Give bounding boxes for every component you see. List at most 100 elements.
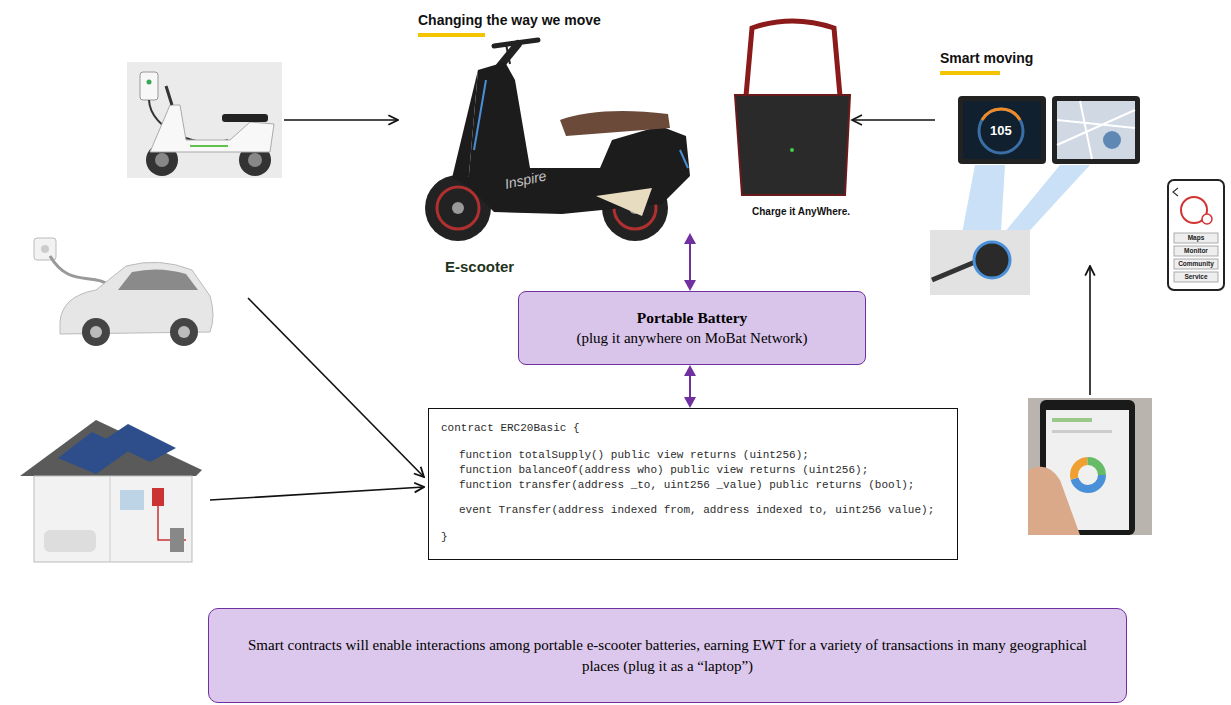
phone-app-illustration-part [1174,272,1218,282]
dashboard-illustration-part [1052,96,1140,164]
dashboard-figure: Smart moving [935,45,1145,170]
code-line: contract ERC20Basic { [441,421,945,436]
dashboard-illustration-part [979,109,1023,153]
charging-scooter-photo-part [155,153,169,167]
e-scooter-illustration [418,33,690,241]
phone-chart-photo-part [1028,467,1080,535]
e-scooter-illustration-part [596,188,652,216]
dashboard-illustration [930,71,1140,295]
charging-scooter-photo-part [147,80,152,85]
phone-app-illustration [1168,180,1224,290]
phone-chart-photo-part [1028,398,1152,535]
e-scooter-illustration-part [468,62,690,214]
solar-house-illustration-part [20,420,202,476]
phone-chart-photo [1028,398,1152,535]
battery-bag-figure: Charge it AnyWhere. [728,18,852,228]
charging-scooter-photo [127,62,282,178]
phone-chart-photo-part [1052,430,1112,433]
box-subtitle: (plug it anywhere on MoBat Network) [576,328,807,348]
charging-scooter-photo-part [222,114,268,122]
solar-house-illustration-part [152,488,164,506]
connector-line [689,243,691,281]
figure-caption: E-scooter [445,258,514,276]
electric-car-photo-part [178,326,190,338]
e-scooter-illustration-part [418,33,485,37]
electric-car-photo-part [118,269,198,290]
menu-item: Monitor [1174,246,1218,256]
charging-scooter-photo-part [140,72,158,100]
e-scooter-illustration-part [452,70,478,186]
arrow-part [210,487,424,500]
dashboard-illustration-part [1001,109,1020,120]
arrowhead [684,233,696,244]
arrowhead [684,280,696,291]
battery-bag-illustration-part [735,95,850,195]
box-title: Portable Battery [637,308,748,328]
menu-item: Community [1174,259,1218,269]
dashboard-illustration-part [982,109,1001,120]
e-scooter-illustration-part [474,80,486,150]
menu-item: Maps [1174,233,1218,243]
phone-app-illustration-part [1174,233,1218,243]
code-line: function transfer(address _to, uint256 _… [459,478,945,493]
dashboard-illustration-part [940,71,1000,75]
note-box: Smart contracts will enable interactions… [208,608,1127,703]
phone-chart-photo-part [1074,461,1102,489]
charging-scooter-photo-part [248,153,262,167]
charging-scooter-photo-part [190,145,228,147]
electric-car-photo-part [90,326,102,338]
solar-house-illustration-part [104,424,176,462]
connector-line [852,119,935,121]
dashboard-illustration-part [1057,101,1135,159]
electric-car-photo-part [82,318,110,346]
connector-line [689,375,691,398]
code-line: event Transfer(address indexed from, add… [459,503,945,518]
phone-chart-photo-part [1074,461,1102,489]
battery-bag-illustration-part [790,148,794,152]
dashboard-illustration-part [963,101,1041,159]
dashboard-illustration-part [958,96,1046,164]
e-scooter-illustration-part [560,111,670,136]
connector [684,365,696,408]
phone-app-illustration-part [1173,188,1178,196]
section-heading: Changing the way we move [418,12,601,29]
electric-car-photo-part [170,318,198,346]
solar-house-illustration-part [34,476,192,562]
arrowhead [684,365,696,376]
code-line: function totalSupply() public view retur… [459,448,945,463]
dashboard-illustration-part [930,230,1030,295]
electric-car-photo-part [34,238,56,260]
electric-car-photo-part [50,256,112,288]
menu-item: Service [1174,272,1218,282]
e-scooter-illustration-part [452,202,464,214]
section-heading: Smart moving [940,50,1033,67]
charging-scooter-photo-part [127,62,282,178]
solar-house-illustration-part [44,530,96,552]
charging-scooter-photo-part [166,86,172,105]
phone-chart-photo-part [1052,418,1092,422]
note-text: Smart contracts will enable interactions… [245,635,1090,677]
arrow-part [248,298,424,477]
speed-readout: 105 [990,123,1012,138]
dashboard-illustration-part [1057,101,1135,159]
phone-app-illustration-part [1174,246,1218,256]
arrow-part [284,119,398,121]
electric-car-photo [34,238,213,346]
e-scooter-illustration-part [680,150,688,168]
code-line: } [441,530,945,545]
phone-app-illustration-part [1174,259,1218,269]
dashboard-illustration-part [932,262,975,280]
charging-scooter-photo-part [150,105,274,152]
arrowhead [684,397,696,408]
dashboard-illustration-part [974,242,1010,278]
arrow-part [1089,266,1091,395]
e-scooter-illustration-part [494,40,538,46]
electric-car-photo-part [41,245,49,253]
product-tagline: Charge it AnyWhere. [752,205,850,218]
code-box: contract ERC20Basic { function totalSuppl… [428,408,958,560]
phone-app-illustration-part [1168,180,1224,290]
dashboard-illustration-part [1103,131,1121,149]
phone-app-illustration-part [1202,214,1212,224]
process-box: Portable Battery(plug it anywhere on MoB… [518,291,866,365]
